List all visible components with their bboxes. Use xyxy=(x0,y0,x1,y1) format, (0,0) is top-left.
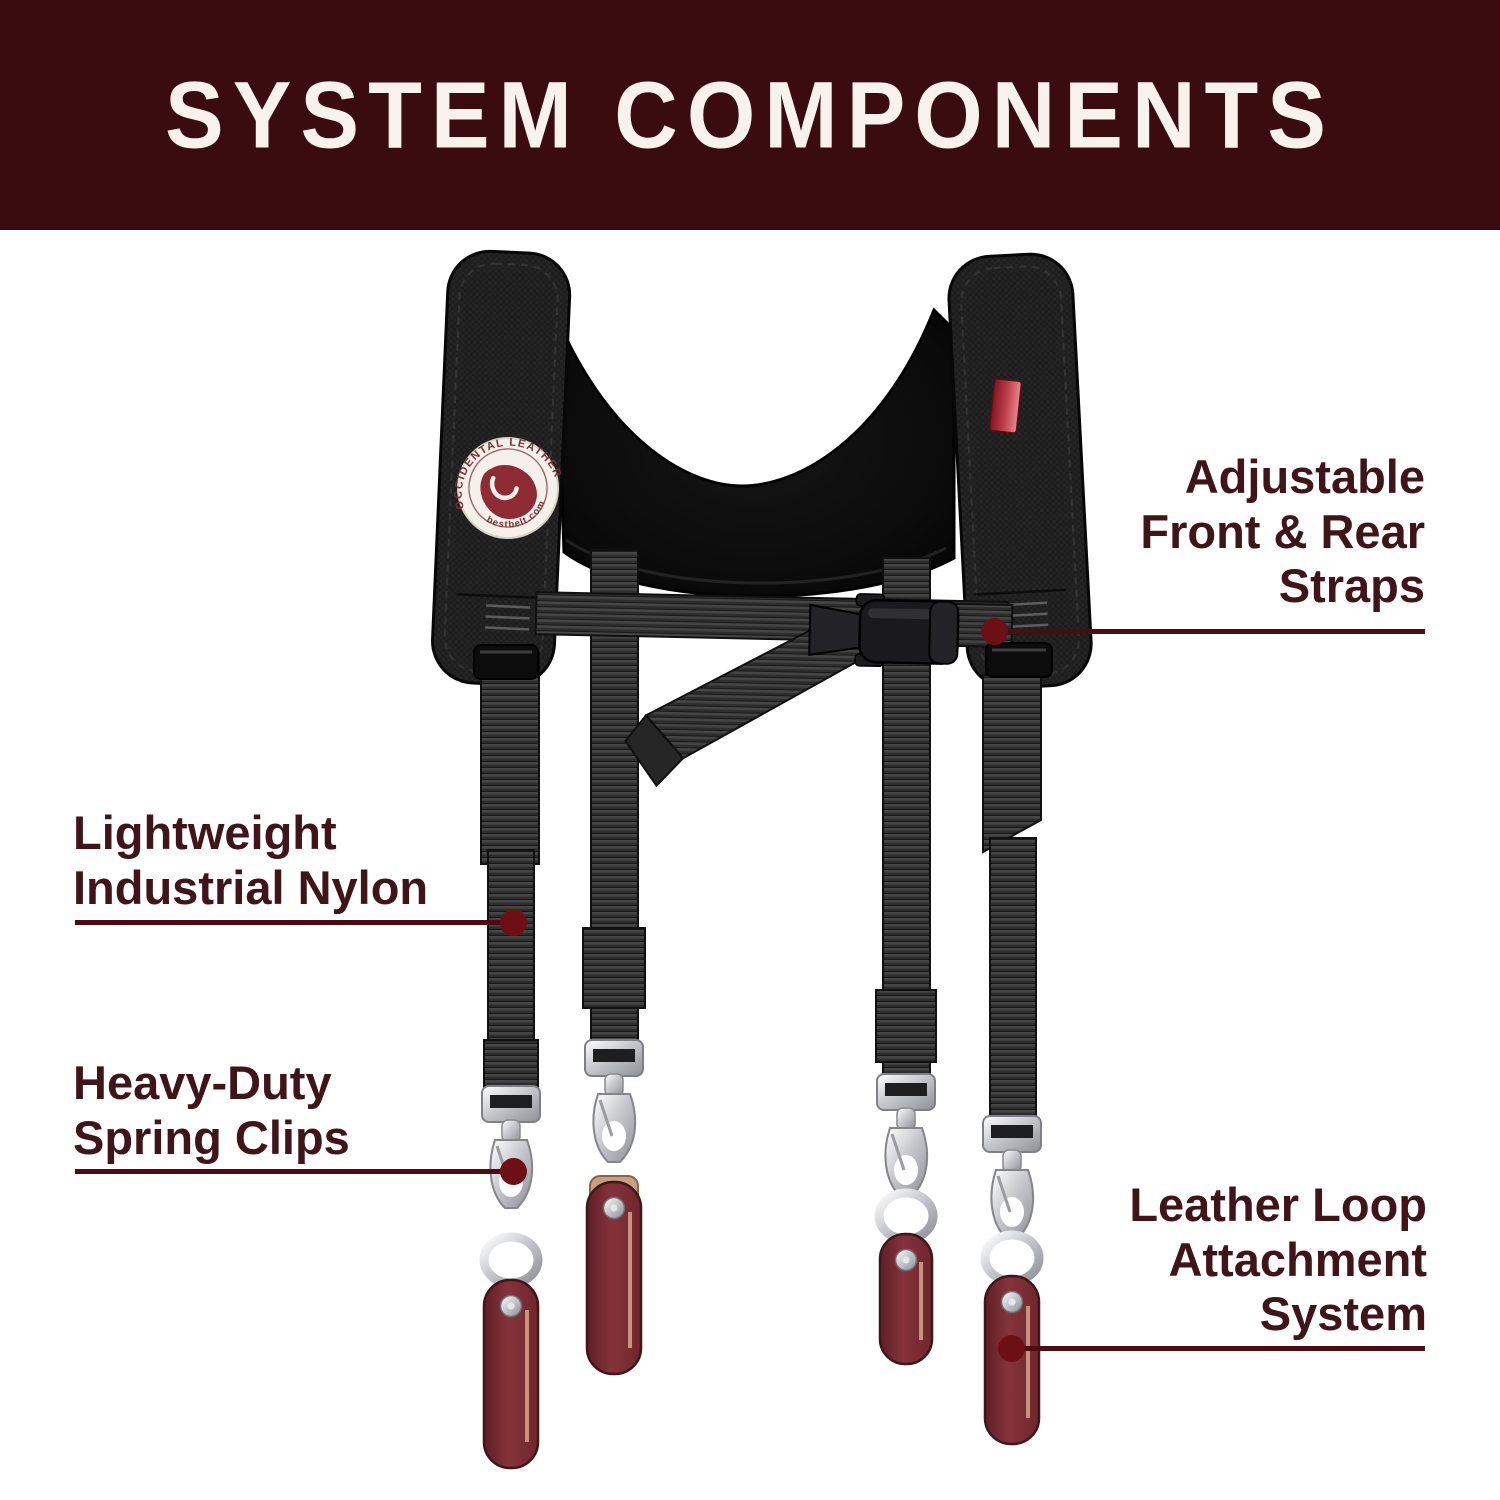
page-title: SYSTEM COMPONENTS xyxy=(165,61,1335,168)
callout-spring-clips: Heavy-Duty Spring Clips xyxy=(73,1056,350,1165)
leather-loop-front-left xyxy=(482,1278,540,1470)
d-ring-rear-right xyxy=(874,1188,938,1244)
strap-front-left xyxy=(480,651,540,1093)
callout-text-line: Industrial Nylon xyxy=(73,860,429,914)
leader-line-clips xyxy=(75,1158,527,1185)
leader-dot xyxy=(500,1158,527,1185)
d-ring-front-left xyxy=(479,1232,543,1288)
chest-strap-buckle xyxy=(808,593,960,668)
chest-strap xyxy=(534,591,1014,788)
callout-adjustable-straps: Adjustable Front & Rear Straps xyxy=(1140,450,1425,614)
leader-dot xyxy=(500,909,527,936)
callout-text-line: Front & Rear xyxy=(1140,504,1425,558)
leader-line-nylon xyxy=(75,909,527,936)
callout-text-line: Heavy-Duty xyxy=(73,1056,332,1109)
callout-text-line: System xyxy=(1259,1287,1427,1341)
header-band: SYSTEM COMPONENTS xyxy=(0,0,1500,230)
callout-text-line: Attachment xyxy=(1168,1232,1427,1286)
spring-clip-front-right xyxy=(982,1115,1042,1239)
leader-dot xyxy=(998,1335,1025,1362)
left-pad-keeper xyxy=(473,644,539,680)
leader-line-adjustable xyxy=(981,618,1425,645)
spring-clip-rear-left xyxy=(584,1039,644,1163)
callout-text-line: Adjustable xyxy=(1184,450,1425,503)
right-pad-keeper xyxy=(985,642,1053,678)
leather-loop-rear-right xyxy=(878,1232,934,1366)
bar-tack-stitches xyxy=(485,604,531,631)
callout-text-line: Leather Loop xyxy=(1129,1178,1427,1231)
spring-clip-front-left xyxy=(481,1085,541,1209)
callout-industrial-nylon: Lightweight Industrial Nylon xyxy=(73,806,428,915)
red-tag xyxy=(988,378,1023,434)
callout-text-line: Spring Clips xyxy=(73,1110,350,1164)
callout-text-line: Straps xyxy=(1278,559,1425,613)
leader-line-leather xyxy=(998,1335,1425,1362)
d-ring-front-right xyxy=(980,1230,1044,1286)
callout-leather-loop: Leather Loop Attachment System xyxy=(1129,1178,1427,1342)
callout-text-line: Lightweight xyxy=(73,806,337,859)
leader-dot xyxy=(981,618,1008,645)
leather-loop-rear-left xyxy=(585,1175,643,1376)
strap-front-right xyxy=(982,674,1042,1121)
spring-clip-rear-right xyxy=(876,1073,936,1197)
